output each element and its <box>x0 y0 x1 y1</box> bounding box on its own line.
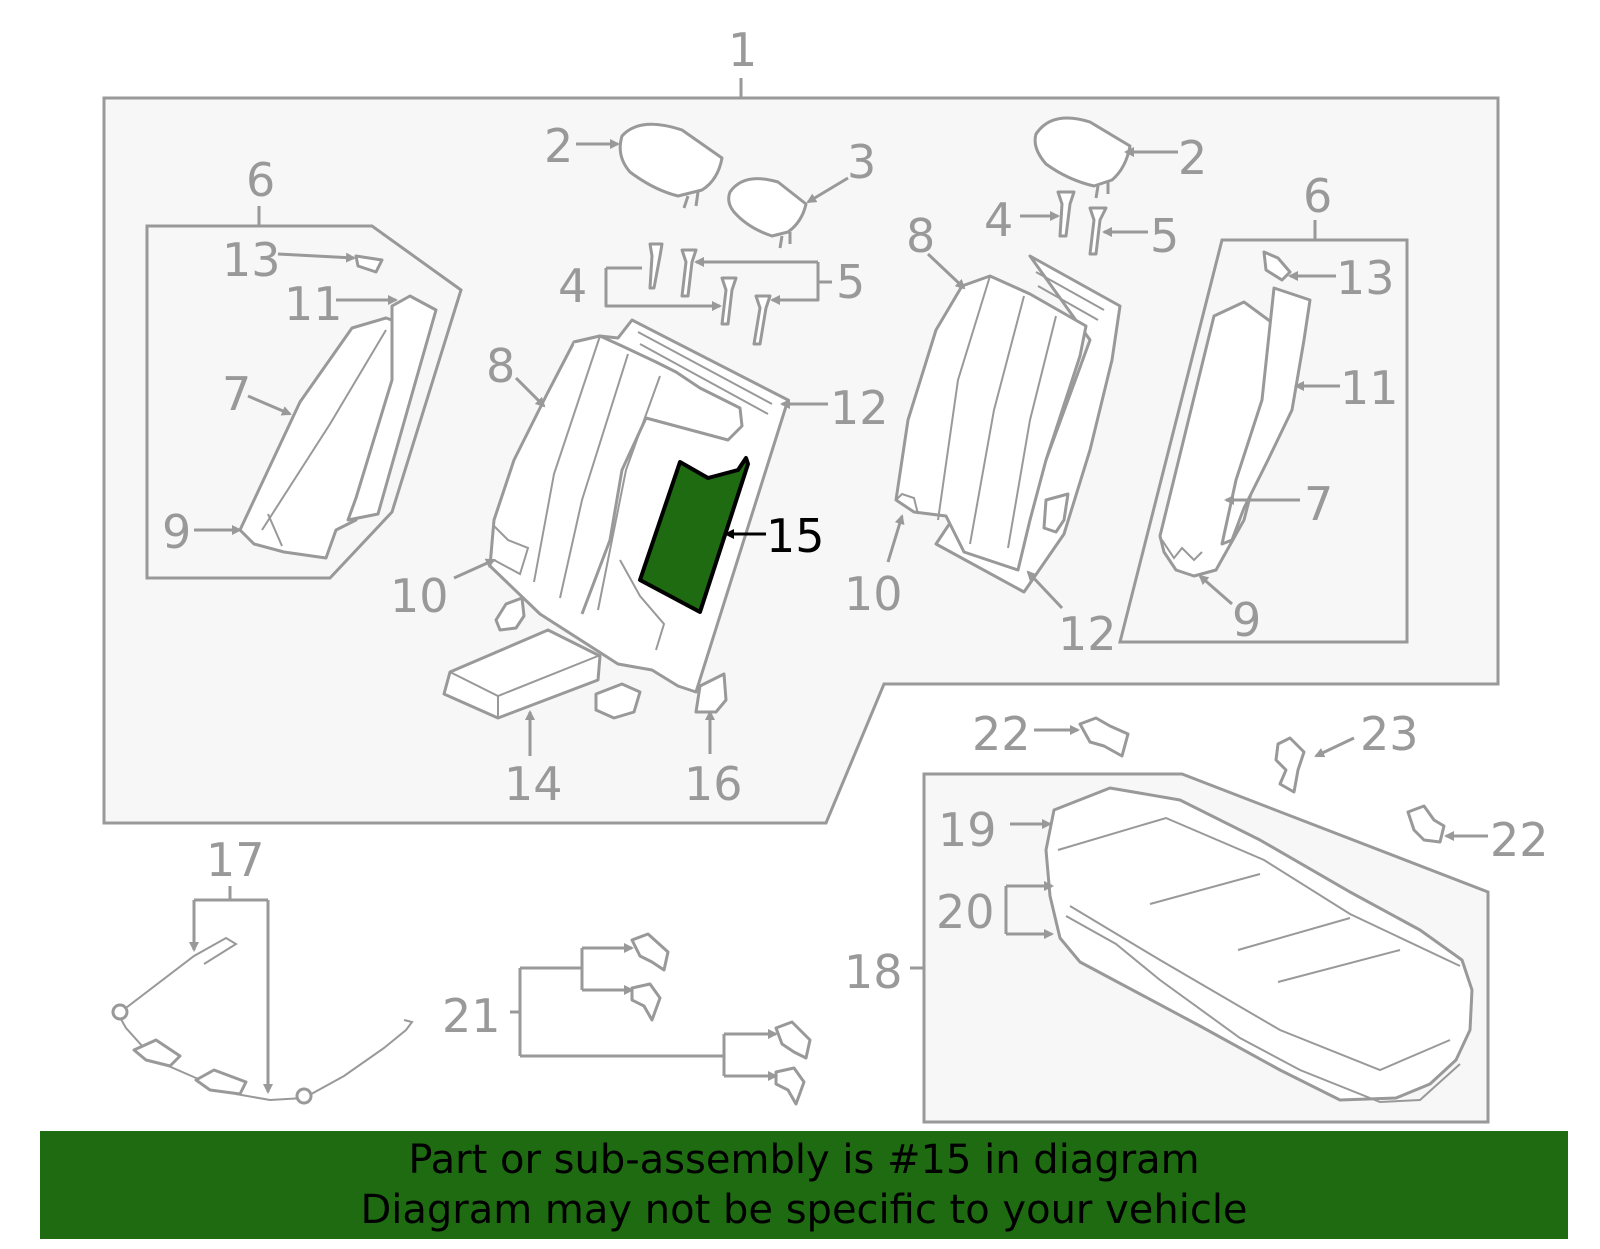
callout-11-right: 11 <box>1340 361 1399 415</box>
callout-21: 21 <box>442 989 501 1043</box>
callout-1: 1 <box>728 23 757 77</box>
callout-4-right: 4 <box>984 193 1013 247</box>
callout-2-left: 2 <box>544 119 573 173</box>
callout-19: 19 <box>938 803 997 857</box>
callout-13-left: 13 <box>222 233 281 287</box>
clip-22-top <box>1078 716 1130 758</box>
headrest-left <box>618 122 724 209</box>
callout-9-left: 9 <box>162 505 191 559</box>
notice-line-2: Diagram may not be specific to your vehi… <box>360 1187 1248 1233</box>
callout-8-right: 8 <box>906 209 935 263</box>
callout-5-right: 5 <box>1150 209 1179 263</box>
headrest-right <box>1033 116 1132 199</box>
left-side-bolster <box>238 254 438 560</box>
callout-4-center: 4 <box>558 259 587 313</box>
headrest-center <box>727 177 808 249</box>
callout-2-right: 2 <box>1178 131 1207 185</box>
callout-11-left: 11 <box>284 277 343 331</box>
callout-9-right: 9 <box>1232 593 1261 647</box>
callout-23: 23 <box>1360 707 1419 761</box>
callout-14: 14 <box>504 757 563 811</box>
callout-6-right: 6 <box>1303 169 1332 223</box>
callout-6-left: 6 <box>246 153 275 207</box>
callout-18: 18 <box>844 945 903 999</box>
notice-banner: Part or sub-assembly is #15 in diagram D… <box>40 1131 1568 1239</box>
clip-22-right <box>1406 804 1446 844</box>
callout-13-right: 13 <box>1336 251 1395 305</box>
callout-7-left: 7 <box>222 367 251 421</box>
callout-3: 3 <box>847 135 876 189</box>
right-seat-back <box>894 254 1122 594</box>
notice-line-1: Part or sub-assembly is #15 in diagram <box>408 1137 1200 1183</box>
callout-10-right: 10 <box>844 567 903 621</box>
callout-5-center: 5 <box>836 255 865 309</box>
callout-20: 20 <box>936 885 995 939</box>
callout-17: 17 <box>206 833 265 887</box>
callout-10-center: 10 <box>390 569 449 623</box>
callout-12-right: 12 <box>1058 607 1117 661</box>
callout-22-top: 22 <box>972 707 1031 761</box>
highlighted-part-15 <box>638 456 750 614</box>
callout-22-right: 22 <box>1490 813 1549 867</box>
callout-12-center: 12 <box>830 381 889 435</box>
headrest-guides-center <box>648 242 772 346</box>
clips-21 <box>630 932 812 1106</box>
callout-8-center: 8 <box>486 339 515 393</box>
center-seat-back <box>442 318 790 720</box>
wiring-harness-17 <box>111 936 414 1105</box>
right-side-bolster <box>1158 250 1312 578</box>
headrest-guides-right <box>1056 190 1108 256</box>
callout-7-right: 7 <box>1304 477 1333 531</box>
clip-23 <box>1274 736 1306 794</box>
callout-15: 15 <box>766 509 825 563</box>
callout-16: 16 <box>684 757 743 811</box>
seat-cushion <box>1044 786 1474 1104</box>
